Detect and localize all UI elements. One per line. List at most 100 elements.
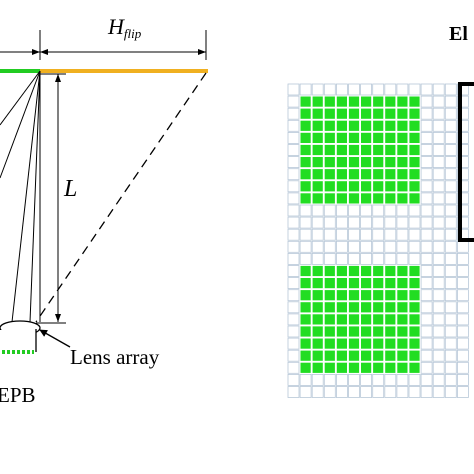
grid-cell-lit bbox=[323, 192, 336, 205]
grid-cell-lit bbox=[323, 168, 336, 181]
grid-cell-lit bbox=[323, 361, 336, 374]
l-arrowhead-top bbox=[55, 74, 61, 82]
grid-cell bbox=[287, 240, 300, 253]
grid-cell bbox=[287, 277, 300, 290]
grid-cell-lit bbox=[372, 289, 385, 302]
grid-cell-lit bbox=[360, 325, 373, 338]
grid-cell bbox=[432, 349, 445, 362]
grid-cell bbox=[420, 361, 433, 374]
grid-cell bbox=[420, 301, 433, 314]
grid-cell bbox=[287, 204, 300, 217]
grid-cell-lit bbox=[335, 265, 348, 277]
grid-cell-lit bbox=[311, 119, 324, 132]
grid-cell bbox=[456, 107, 469, 120]
grid-cell bbox=[335, 204, 348, 217]
grid-cell bbox=[444, 325, 457, 338]
grid-cell-lit bbox=[311, 277, 324, 290]
grid-cell bbox=[287, 289, 300, 302]
grid-cell bbox=[299, 252, 312, 265]
grid-cell-lit bbox=[323, 180, 336, 193]
grid-cell bbox=[456, 204, 469, 217]
grid-cell-lit bbox=[311, 144, 324, 156]
grid-cell bbox=[432, 228, 445, 241]
grid-cell-lit bbox=[348, 361, 360, 374]
grid-cell bbox=[456, 192, 469, 205]
grid-cell bbox=[372, 373, 385, 386]
grid-cell-lit bbox=[384, 144, 397, 156]
grid-cell-lit bbox=[408, 289, 421, 302]
grid-cell bbox=[384, 216, 397, 229]
grid-cell-lit bbox=[348, 337, 360, 350]
grid-cell-lit bbox=[396, 265, 409, 277]
grid-cell-lit bbox=[384, 119, 397, 132]
grid-cell bbox=[372, 386, 385, 398]
grid-cell-lit bbox=[408, 144, 421, 156]
grid-cell-lit bbox=[311, 180, 324, 193]
grid-cell-lit bbox=[372, 95, 385, 108]
grid-cell-lit bbox=[323, 119, 336, 132]
grid-cell-lit bbox=[408, 131, 421, 144]
grid-cell bbox=[420, 252, 433, 265]
grid-cell-lit bbox=[299, 131, 312, 144]
grid-cell-lit bbox=[396, 192, 409, 205]
grid-cell-lit bbox=[323, 289, 336, 302]
grid-cell bbox=[456, 289, 469, 302]
grid-cell bbox=[444, 228, 457, 241]
grid-cell bbox=[444, 301, 457, 314]
grid-cell bbox=[323, 228, 336, 241]
grid-cell bbox=[432, 361, 445, 374]
grid-cell-lit bbox=[408, 192, 421, 205]
grid-cell bbox=[384, 252, 397, 265]
grid-cell-lit bbox=[408, 349, 421, 362]
grid-cell bbox=[287, 373, 300, 386]
grid-cell bbox=[444, 265, 457, 277]
grid-cell-lit bbox=[299, 361, 312, 374]
grid-cell bbox=[432, 216, 445, 229]
grid-cell bbox=[299, 240, 312, 253]
grid-cell-lit bbox=[348, 168, 360, 181]
grid-cell-lit bbox=[372, 277, 385, 290]
grid-cell-lit bbox=[408, 313, 421, 326]
grid-cell bbox=[432, 386, 445, 398]
hflip-arrowhead-right bbox=[198, 49, 206, 55]
grid-cell bbox=[396, 216, 409, 229]
grid-cell-lit bbox=[348, 325, 360, 338]
grid-cell bbox=[311, 252, 324, 265]
grid-cell bbox=[384, 83, 397, 96]
grid-cell bbox=[444, 373, 457, 386]
grid-cell-lit bbox=[396, 107, 409, 120]
grid-cell-lit bbox=[299, 289, 312, 302]
grid-cell-lit bbox=[408, 337, 421, 350]
grid-cell bbox=[420, 337, 433, 350]
grid-cell bbox=[323, 386, 336, 398]
grid-cell-lit bbox=[360, 107, 373, 120]
grid-cell-lit bbox=[396, 180, 409, 193]
grid-cell-lit bbox=[384, 265, 397, 277]
grid-cell bbox=[420, 144, 433, 156]
grid-cell-lit bbox=[408, 168, 421, 181]
grid-cell bbox=[432, 119, 445, 132]
grid-cell-lit bbox=[408, 107, 421, 120]
grid-cell-lit bbox=[335, 325, 348, 338]
grid-cell-lit bbox=[335, 337, 348, 350]
grid-cell-lit bbox=[396, 349, 409, 362]
grid-cell-lit bbox=[360, 156, 373, 169]
grid-cell-lit bbox=[360, 144, 373, 156]
grid-cell bbox=[444, 289, 457, 302]
grid-cell bbox=[432, 192, 445, 205]
grid-cell-lit bbox=[396, 337, 409, 350]
grid-cell-lit bbox=[408, 156, 421, 169]
grid-cell bbox=[420, 289, 433, 302]
grid-cell bbox=[420, 240, 433, 253]
grid-cell-lit bbox=[299, 337, 312, 350]
grid-cell-lit bbox=[396, 313, 409, 326]
grid-cell bbox=[360, 373, 373, 386]
grid-cell-lit bbox=[384, 325, 397, 338]
grid-cell-lit bbox=[323, 337, 336, 350]
grid-cell-lit bbox=[372, 131, 385, 144]
grid-cell-lit bbox=[396, 156, 409, 169]
grid-cell bbox=[323, 373, 336, 386]
grid-cell bbox=[420, 192, 433, 205]
grid-cell bbox=[432, 313, 445, 326]
